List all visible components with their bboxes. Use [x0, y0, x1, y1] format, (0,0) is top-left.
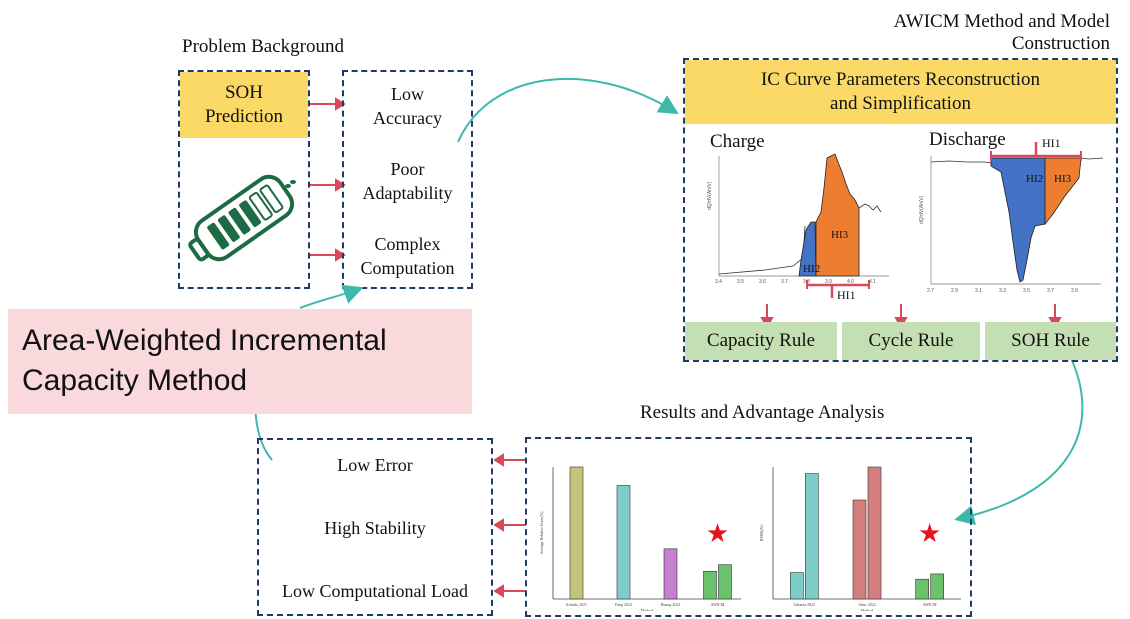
issue-complex-computation-text: Complex Computation: [360, 234, 455, 278]
chart-y-label: Average Relative Error(%): [539, 511, 544, 555]
svg-text:3.7: 3.7: [1047, 288, 1054, 294]
svg-text:3.3: 3.3: [999, 288, 1006, 294]
bar-schultz-2021: [569, 466, 584, 600]
advantage-low-error-text: Low Error: [337, 455, 413, 475]
discharge-hi2-label: HI2: [1026, 173, 1043, 185]
star-icon: ★: [918, 519, 941, 548]
chart-x-label: Method: [861, 608, 873, 611]
advantage-low-computational-load: Low Computational Load: [259, 578, 491, 604]
main-title-box: Area-Weighted Incremental Capacity Metho…: [8, 309, 472, 414]
svg-text:3.4: 3.4: [715, 279, 722, 285]
advantage-high-stability: High Stability: [259, 515, 491, 541]
bar-amir-2022-2: [867, 466, 882, 600]
results-title: Results and Advantage Analysis: [640, 402, 885, 423]
bar-fang-2023: [616, 485, 631, 600]
svg-text:2.7: 2.7: [927, 288, 934, 294]
tick-label: AWICM: [923, 602, 937, 607]
soh-panel: SOH Prediction: [178, 70, 310, 289]
cycle-rule-text: Cycle Rule: [868, 330, 954, 351]
advantages-panel: Low Error High Stability Low Computation…: [257, 438, 493, 616]
bar-galarza-2022-1: [790, 572, 804, 600]
svg-text:4.1: 4.1: [869, 279, 876, 285]
tick-label: AWICM: [711, 602, 725, 607]
svg-text:3.7: 3.7: [781, 279, 788, 285]
discharge-hi1-label: HI1: [1042, 136, 1061, 150]
svg-text:3.1: 3.1: [975, 288, 982, 294]
bar-awicm-1: [703, 570, 717, 600]
svg-text:3.6: 3.6: [759, 279, 766, 285]
tick-label: Huang 2022: [661, 602, 681, 607]
issue-complex-computation: Complex Computation: [344, 230, 471, 282]
tick-label: Amir 2022: [858, 602, 875, 607]
svg-text:3.5: 3.5: [1023, 288, 1030, 294]
discharge-ic-curve: dQ/dV(Ah/V) 2.7 2.9 3.1 3.3 3.5 3.7 3.9 HI2…: [919, 142, 1104, 294]
soh-rule-text: SOH Rule: [1011, 330, 1090, 351]
advantage-high-stability-text: High Stability: [324, 518, 426, 538]
bar-galarza-2022-2: [805, 473, 819, 600]
chart-y-label: RMSE(%): [759, 524, 764, 542]
cycle-rule: Cycle Rule: [842, 322, 980, 360]
main-title: Area-Weighted Incremental Capacity Metho…: [22, 324, 387, 397]
svg-text:dQ/dV(Ah/V): dQ/dV(Ah/V): [707, 181, 713, 210]
soh-prediction-text: SOH Prediction: [204, 82, 284, 127]
svg-text:4.0: 4.0: [847, 279, 854, 285]
charge-label: Charge: [710, 131, 765, 152]
charge-hi3-label: HI3: [831, 229, 849, 241]
tick-label: Schultz 2021: [566, 602, 587, 607]
issue-poor-adaptability: Poor Adaptability: [344, 155, 471, 207]
method-title-text: AWICM Method and Model Construction: [893, 11, 1110, 54]
svg-text:2.9: 2.9: [951, 288, 958, 294]
reconstruction-header: IC Curve Parameters Reconstruction and S…: [685, 60, 1116, 124]
problem-arrows: [310, 97, 346, 262]
tick-label: Fang 2023: [615, 602, 632, 607]
bar-awicm-2: [930, 573, 944, 600]
left-bar-chart: Average Relative Error(%) Method Schultz 2…: [539, 466, 741, 611]
charge-ic-curve: dQ/dV(Ah/V) 3.43.5 3.63.7 3.83.9 4.04.1 …: [707, 153, 889, 298]
reconstruction-text: IC Curve Parameters Reconstruction and S…: [760, 69, 1041, 114]
advantage-low-computational-load-text: Low Computational Load: [282, 581, 468, 601]
svg-text:3.9: 3.9: [1071, 288, 1078, 294]
capacity-rule: Capacity Rule: [685, 322, 837, 360]
right-bar-chart: RMSE(%) Method Galarza 2022 Amir 2022 AWICM ★: [759, 466, 961, 611]
advantage-low-error: Low Error: [259, 452, 491, 478]
svg-text:dQ/dV(Ah/V): dQ/dV(Ah/V): [919, 195, 925, 224]
battery-icon: [188, 174, 296, 262]
soh-rule: SOH Rule: [985, 322, 1116, 360]
issue-low-accuracy-text: Low Accuracy: [373, 84, 442, 128]
method-title: AWICM Method and Model Construction: [800, 11, 1110, 55]
chart-x-label: Method: [641, 608, 653, 611]
leaf-icon: [285, 180, 296, 188]
bar-amir-2022-1: [852, 499, 867, 600]
method-panel: IC Curve Parameters Reconstruction and S…: [683, 58, 1118, 362]
bar-huang-2022: [663, 548, 678, 600]
discharge-hi3-label: HI3: [1054, 173, 1072, 185]
bar-awicm-1: [915, 578, 929, 600]
problem-issues-panel: Low Accuracy Poor Adaptability Complex C…: [342, 70, 473, 289]
problem-background-title: Problem Background: [182, 36, 345, 57]
charge-hi1-label: HI1: [837, 288, 856, 302]
star-icon: ★: [706, 519, 729, 548]
result-arrows: [494, 453, 526, 598]
discharge-label: Discharge: [929, 129, 1006, 150]
charge-hi2-label: HI2: [803, 263, 820, 275]
soh-prediction-label: SOH Prediction: [180, 72, 308, 138]
svg-text:3.9: 3.9: [825, 279, 832, 285]
bar-awicm-2: [718, 564, 732, 600]
results-charts-panel: Average Relative Error(%) Method Schultz 2…: [525, 437, 972, 617]
issue-poor-adaptability-text: Poor Adaptability: [362, 159, 453, 203]
capacity-rule-text: Capacity Rule: [706, 330, 816, 351]
tick-label: Galarza 2022: [794, 602, 815, 607]
issue-low-accuracy: Low Accuracy: [344, 80, 471, 132]
svg-text:3.5: 3.5: [737, 279, 744, 285]
